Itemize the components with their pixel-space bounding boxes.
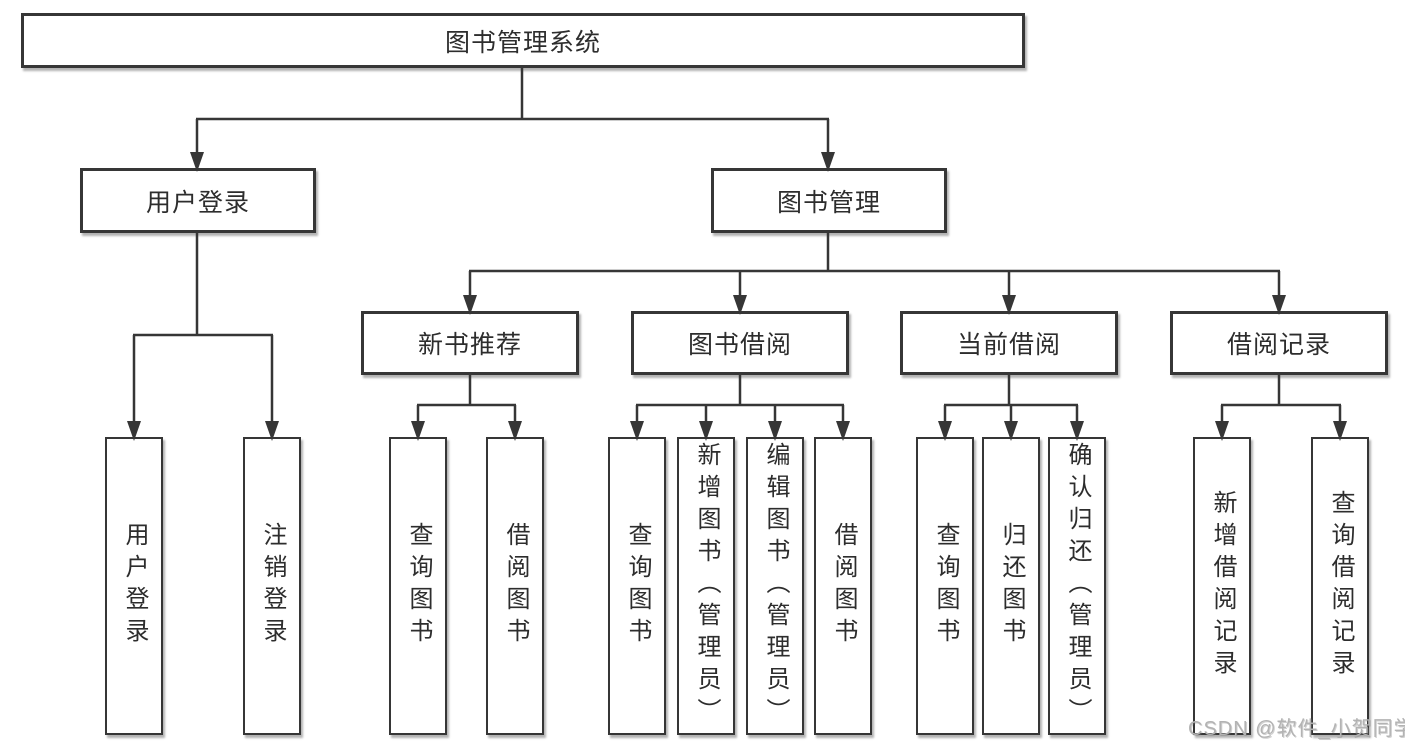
node-recommend-borrow-books: 借阅图书 — [486, 437, 544, 735]
node-logout: 注销登录 — [243, 437, 301, 735]
node-recommend-query-books: 查询图书 — [389, 437, 447, 735]
node-library-management-system: 图书管理系统 — [21, 13, 1025, 68]
node-user-login-leaf: 用户登录 — [105, 437, 163, 735]
node-borrowing-records: 借阅记录 — [1170, 311, 1388, 375]
node-book-management: 图书管理 — [711, 168, 947, 233]
node-user-login: 用户登录 — [80, 168, 316, 233]
node-borrowing-borrow-books: 借阅图书 — [814, 437, 872, 735]
node-return-books: 归还图书 — [982, 437, 1040, 735]
node-current-query-books: 查询图书 — [916, 437, 974, 735]
csdn-watermark: CSDN @软件_小贺同学 — [1188, 718, 1405, 740]
node-add-borrow-record: 新增借阅记录 — [1193, 437, 1251, 735]
node-book-borrowing: 图书借阅 — [631, 311, 849, 375]
node-borrowing-query-books: 查询图书 — [608, 437, 666, 735]
node-current-borrowing: 当前借阅 — [900, 311, 1118, 375]
node-new-book-recommendation: 新书推荐 — [361, 311, 579, 375]
node-confirm-return-admin: 确认归还（管理员） — [1048, 437, 1106, 735]
node-query-borrow-record: 查询借阅记录 — [1311, 437, 1369, 735]
node-edit-book-admin: 编辑图书（管理员） — [746, 437, 804, 735]
node-add-book-admin: 新增图书（管理员） — [677, 437, 735, 735]
